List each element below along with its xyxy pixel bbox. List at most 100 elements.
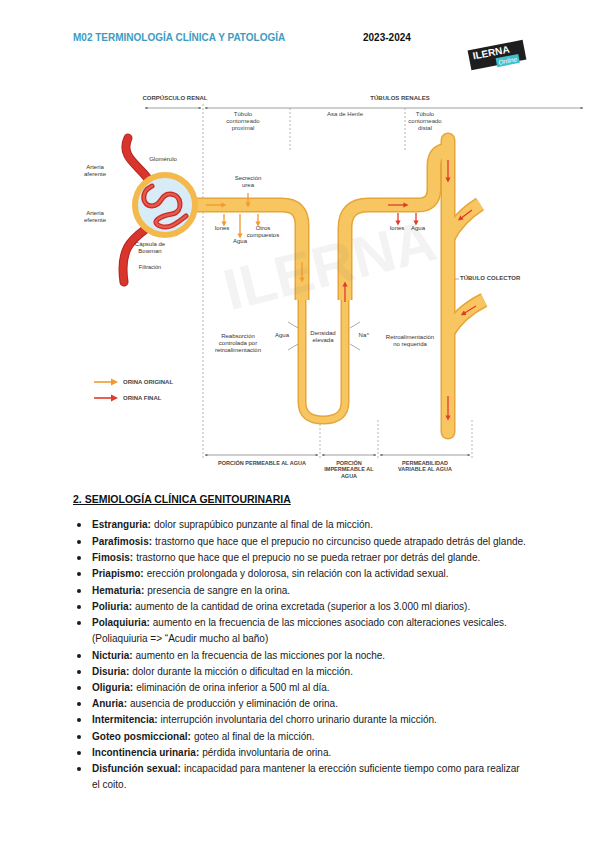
bullet-dot [77,670,81,674]
flow-arrows-final-part [447,160,448,180]
definition-item: Disfunción sexual:incapacidad para mante… [92,761,526,793]
process-note: Filtración [125,264,175,270]
bullet-dot [77,589,81,593]
bullet-dot [77,702,81,706]
tubule-fill-part [448,300,484,332]
tubule-fill [190,140,484,432]
flow-arrows-original-part [239,214,240,236]
bullet-dot [77,540,81,544]
dimension-brackets-part [380,455,470,456]
running-header: M02 TERMINOLOGÍA CLÍNICA Y PATOLOGÍA [73,32,333,44]
flow-arrows-final-part [463,306,476,314]
substance-label: Agua [225,238,255,245]
definition: aumento en la frecuencia de las miccione… [136,650,386,661]
tubule-fill-part [442,140,454,432]
definition: ausencia de producción y eliminación de … [130,698,338,709]
bullet-dot [77,621,81,625]
process-note: Reabsorción controlada por retroalimenta… [213,333,263,354]
definition-item: Oliguria:eliminación de orina inferior a… [92,680,330,696]
dimension-brackets-part [205,108,583,109]
bullet-dot [77,686,81,690]
legend-swatch [93,377,119,387]
definition: eliminación de orina inferior a 500 ml a… [136,682,329,693]
bullet-dot [77,735,81,739]
term: Disuria: [92,666,129,677]
dimension-brackets-part [205,455,318,456]
tubule-outline [190,140,484,432]
legend-text: ORINA FINAL [123,393,161,403]
definition: erección prolongada y dolorosa, sin rela… [147,568,449,579]
part-name: Arteria aferente [80,164,110,178]
section-label: CORPÚSCULO RENAL [115,95,235,102]
part-name: Asa de Henle [305,111,385,118]
definition-item: Disuria:dolor durante la micción o dific… [92,664,353,680]
bullet-dot [77,751,81,755]
definition-item: Incontinencia urinaria:pérdida involunta… [92,745,331,761]
term: Estranguria: [92,519,151,530]
definition-item: Parafimosis:trastorno que hace que el pr… [92,534,526,550]
part-name: TÚBULO COLECTOR [460,275,560,282]
substance-label: Iones [382,225,412,232]
definition-item: Anuria:ausencia de producción y eliminac… [92,696,338,712]
definition-item: Goteo posmiccional:goteo al final de la … [92,729,315,745]
part-name: Arteria eferente [80,210,110,224]
section-label: PERMEABILIDAD VARIABLE AL AGUA [389,460,461,473]
dashed-dividers-part [472,420,473,458]
process-note: Retroalimentación no requerida [384,334,436,348]
term: Oliguria: [92,682,133,693]
bullet-dot [77,523,81,527]
course-year: 2023-2024 [363,32,443,44]
process-note: Secreción urea [233,175,263,189]
flow-arrows-original-part [206,204,224,205]
watermark: ILERNA [196,202,464,330]
bowman-capsule-part [135,175,195,235]
definition: dolor durante la micción o dificultad en… [132,666,353,677]
definition: aumento de la cantidad de orina excretad… [135,601,470,612]
legend-arrow-head [111,395,118,402]
part-name: Túbulo contorneado proximal [223,111,263,132]
dimension-brackets-part [145,108,201,109]
part-name: Glomérulo [133,156,193,163]
bullet-dot [77,718,81,722]
definition: interrupción involuntaria del chorro uri… [161,714,437,725]
flow-arrows-final-part [388,204,406,205]
leader-lines-part [350,344,360,350]
dashed-dividers-part [290,108,291,150]
tubule-fill-part [448,204,480,238]
dashed-dividers-part [203,104,204,460]
legend-text: ORINA ORIGINAL [123,377,173,387]
definition-item: Fimosis:trastorno que hace que el prepuc… [92,550,480,566]
bullet-dot [77,605,81,609]
definition-item: Nicturia:aumento en la frecuencia de las… [92,648,385,664]
leader-lines-part [288,344,298,350]
term: Parafimosis: [92,536,152,547]
substance-label: Agua [267,332,297,339]
tubule-fill-part [302,300,345,420]
part-name: Túbulo contorneado distal [405,111,445,132]
term: Priapismo: [92,568,144,579]
bullet-dot [77,767,81,771]
section-label: PORCIÓN PERMEABLE AL AGUA [202,460,322,466]
substance-label: Iones [207,225,237,232]
term: Incontinencia urinaria: [92,747,199,758]
leader-lines-part [455,279,459,280]
substance-label: Na⁺ [354,332,374,339]
bowman-capsule [135,175,195,235]
bullet-dot [77,572,81,576]
bullet-dot [77,654,81,658]
definition-item: Polaquiuria:aumento en la frecuencia de … [92,615,532,647]
definition-item: Intermitencia:interrupción involuntaria … [92,712,437,728]
definition: pérdida involuntaria de orina. [202,747,331,758]
substance-label: Agua [403,225,433,232]
term: Nicturia: [92,650,133,661]
definition: aumento en la frecuencia de las miccione… [92,617,507,644]
tubule-outline-part [302,300,345,420]
leader-lines-part [288,322,298,328]
logo-badge: ILERNAOnline [468,40,527,70]
term: Goteo posmiccional: [92,731,191,742]
flow-arrows-original-part [257,214,258,224]
definition-item: Hematuria:presencia de sangre en la orin… [92,583,290,599]
definition-item: Poliuria:aumento de la cantidad de orina… [92,599,470,615]
part-name: Cápsula de Bowman [133,241,167,255]
